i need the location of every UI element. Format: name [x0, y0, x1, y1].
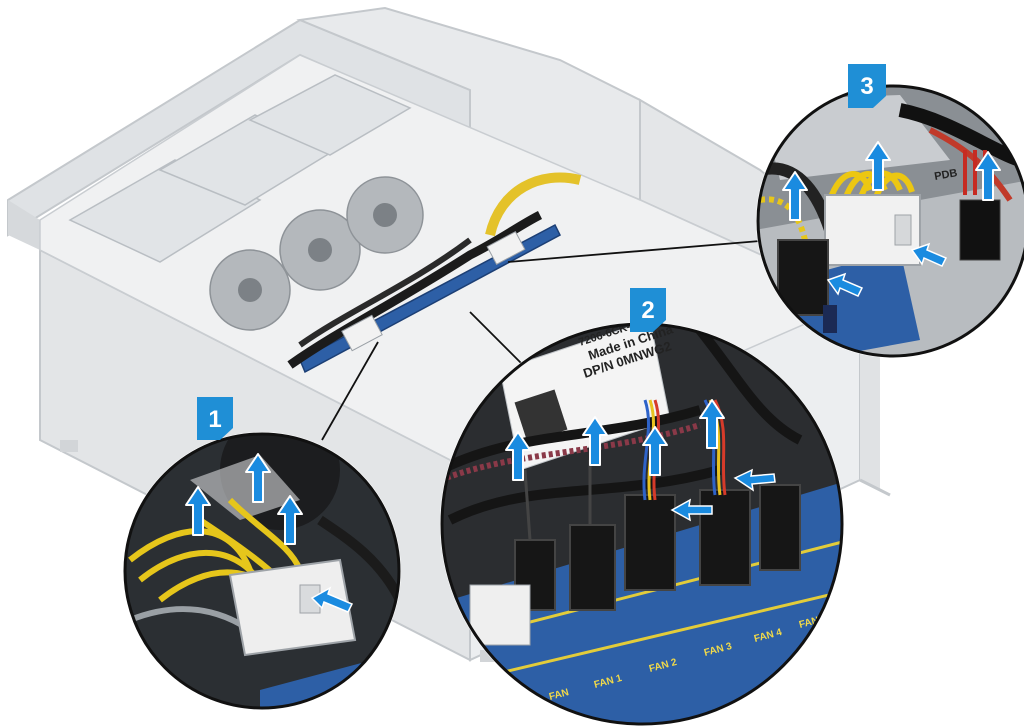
callout-2-magnifier: Made in China DP/N 0MNWG2 7206-6CK-70A4-… — [440, 322, 844, 726]
push-arrow-icon — [910, 242, 948, 267]
callout-number: 3 — [860, 73, 873, 100]
callout-badge-2: 2 — [630, 288, 666, 332]
leader-lines — [321, 239, 773, 441]
push-arrow-icon — [670, 498, 713, 522]
push-arrow-icon — [826, 272, 864, 297]
pdb-label: PDB — [933, 167, 958, 183]
callout-badge-1: 1 — [197, 397, 233, 440]
callout-number: 2 — [641, 297, 654, 324]
fan-label: FAN — [548, 687, 570, 703]
push-arrow-icon — [310, 586, 354, 613]
push-arrow-icon — [733, 468, 776, 492]
callout-3-magnifier: PDB — [756, 84, 1024, 358]
callout-number: 1 — [208, 406, 221, 433]
callout-badge-3: 3 — [848, 64, 886, 108]
